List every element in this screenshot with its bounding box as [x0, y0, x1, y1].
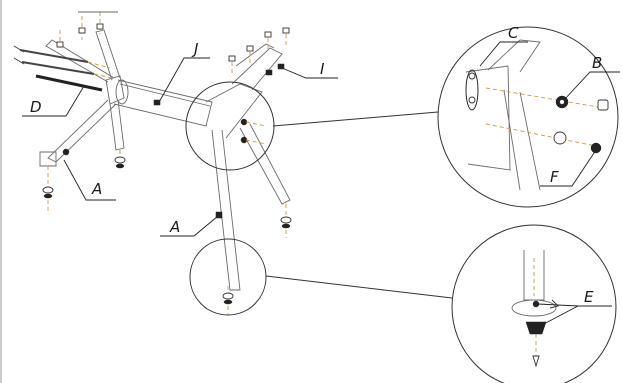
label-f: F [550, 168, 559, 186]
leader-j [157, 57, 210, 105]
foot-glide-base [115, 163, 125, 169]
right-base [205, 27, 292, 314]
zoom-plate [465, 69, 479, 111]
leader-a1 [63, 159, 116, 201]
nut-b-hole [559, 99, 565, 105]
detail-circle-foot [189, 238, 267, 316]
leader-e-1 [537, 303, 612, 307]
label-d: D [30, 98, 42, 116]
leader-e-2 [539, 305, 579, 327]
label-i: I [320, 60, 325, 78]
nut-f [590, 142, 602, 154]
leader-f [540, 149, 597, 187]
foot-glide-base [281, 223, 291, 229]
hardware-marker [62, 148, 70, 156]
foot-glide [114, 156, 126, 164]
rotation-ring [511, 299, 557, 317]
left-base [39, 11, 126, 212]
assembly-path [245, 121, 267, 127]
screw [56, 41, 64, 48]
screw [78, 27, 86, 34]
screw [228, 55, 236, 62]
zoom-screw [532, 355, 540, 368]
left-foot-1 [39, 151, 57, 167]
leaders [22, 41, 620, 327]
zoom-circle-foot [451, 224, 617, 383]
right-arm-top-edge [235, 43, 275, 67]
label-a-mid: A [169, 218, 180, 236]
long-bolts [13, 45, 113, 92]
assembly-path [93, 73, 113, 79]
foot-glide [222, 292, 234, 300]
zoom-circle-connection [437, 26, 619, 208]
right-leg-1 [239, 123, 291, 205]
hardware-marker [265, 69, 273, 76]
detail-circle-hub [185, 81, 275, 171]
zoom-hole [468, 96, 476, 104]
central-beam [113, 79, 213, 127]
zoom-beam [465, 65, 511, 171]
zoom-arm-lower [503, 89, 541, 191]
rotation-arrow [549, 299, 559, 309]
zoom-glide-base [525, 321, 547, 335]
screw [282, 27, 290, 34]
hardware-marker [277, 63, 285, 70]
label-e: E [584, 288, 594, 306]
assembly-path [87, 61, 111, 69]
zoom-hole [468, 72, 476, 80]
assembly-path [485, 123, 597, 147]
assembly-path [485, 87, 605, 109]
beam-edge [119, 83, 211, 107]
leader-b [563, 71, 620, 101]
detail-connector-2 [265, 275, 453, 299]
bolt-2 [21, 61, 95, 75]
zoom-arm-upper [487, 39, 541, 73]
leader-i [281, 67, 338, 79]
leader-a2 [160, 215, 219, 237]
zoom-detail-connection [437, 26, 619, 208]
label-a-lower: A [91, 180, 102, 198]
hardware-marker [215, 211, 223, 219]
label-b: B [592, 54, 602, 72]
foot-glide-base [43, 193, 53, 199]
leader-c [479, 41, 528, 67]
left-leg-down [109, 99, 125, 151]
screw [246, 45, 254, 52]
leader-d [22, 85, 85, 117]
washer-f [553, 131, 567, 145]
left-leg-upper [45, 39, 115, 83]
right-leg-2 [211, 129, 241, 291]
screw [264, 31, 272, 38]
foot-glide [42, 186, 54, 194]
beam-marker [153, 99, 161, 106]
detail-connector-1 [272, 111, 439, 127]
label-c: C [508, 24, 519, 42]
beam-end [115, 79, 129, 105]
assembly-path [245, 139, 267, 145]
bolt-arrows [13, 45, 25, 65]
left-hub [105, 75, 125, 105]
left-leg-lower [47, 99, 117, 163]
left-leg-top [95, 29, 121, 81]
screw [96, 23, 104, 30]
label-j: J [191, 40, 198, 58]
bolt-1 [19, 49, 89, 63]
foot-glide [280, 216, 292, 224]
right-hub [205, 83, 263, 139]
cap-b [597, 99, 609, 111]
bolt-3 [35, 74, 103, 92]
foot-glide-base [223, 299, 233, 305]
right-arm-top [231, 47, 283, 91]
